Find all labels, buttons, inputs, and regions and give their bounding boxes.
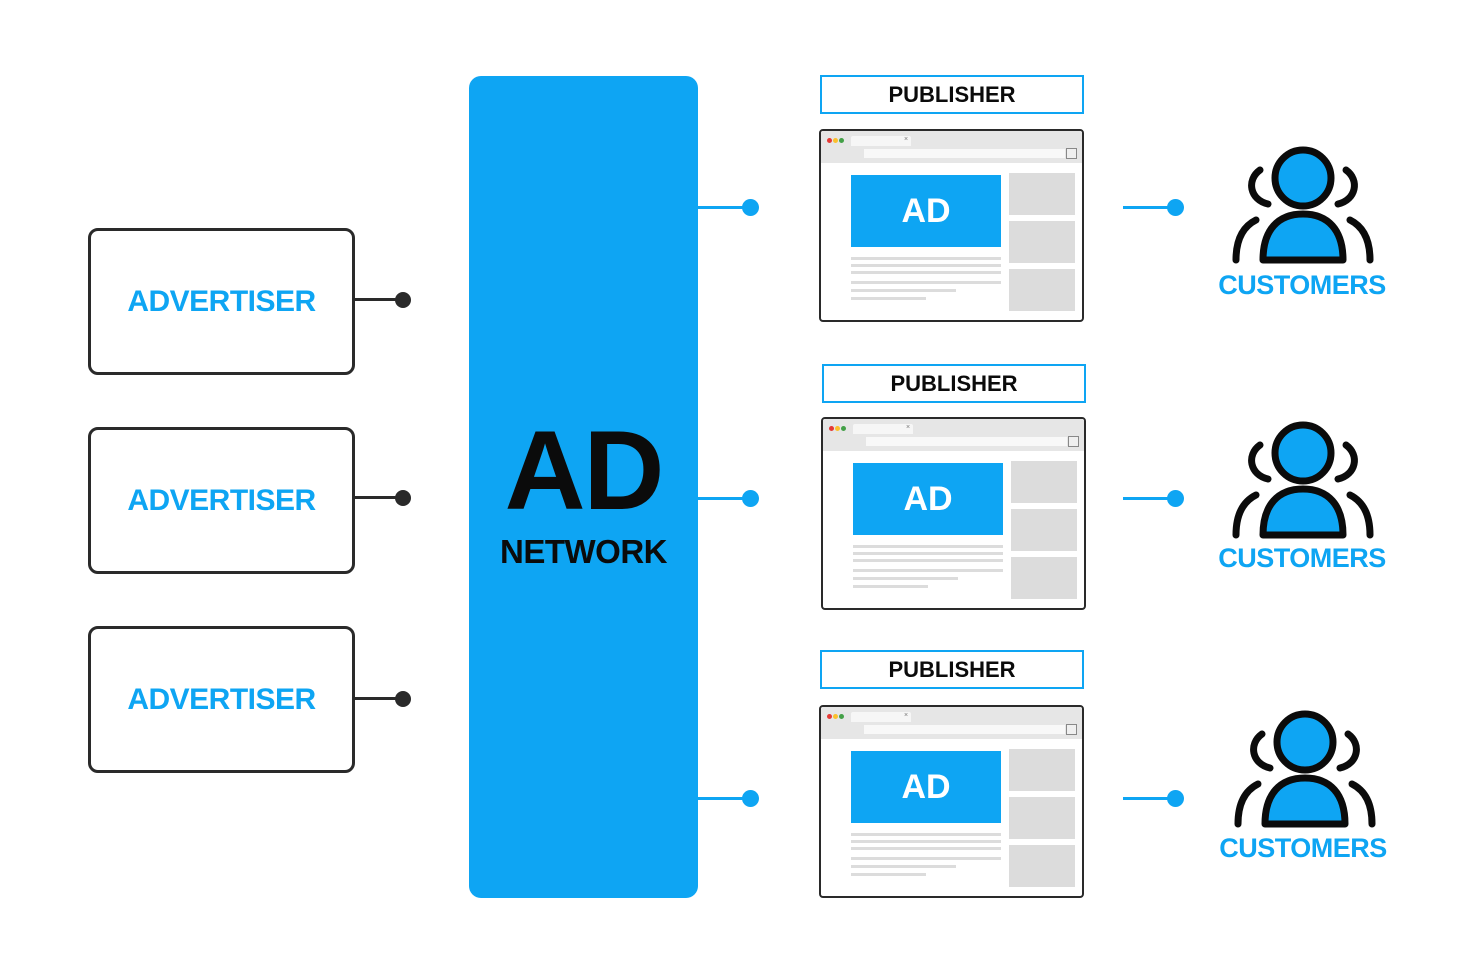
advertiser-connector-dot-3 bbox=[395, 691, 411, 707]
advertiser-label: ADVERTISER bbox=[127, 682, 316, 716]
advertiser-connector-3 bbox=[355, 697, 402, 700]
advertiser-connector-2 bbox=[355, 496, 402, 499]
customer-connector-1 bbox=[1123, 206, 1175, 209]
customer-connector-3 bbox=[1123, 797, 1175, 800]
publisher-browser-2: × AD bbox=[821, 417, 1086, 610]
ad-banner: AD bbox=[851, 175, 1001, 247]
network-connector-dot-1 bbox=[742, 199, 759, 216]
advertiser-box-3: ADVERTISER bbox=[88, 626, 355, 773]
publisher-browser-1: × AD bbox=[819, 129, 1084, 322]
ad-network-subtitle: NETWORK bbox=[500, 533, 667, 570]
window-button-icon bbox=[1066, 724, 1077, 735]
ad-banner: AD bbox=[851, 751, 1001, 823]
window-button-icon bbox=[1066, 148, 1077, 159]
customer-connector-2 bbox=[1123, 497, 1175, 500]
customers-icon bbox=[1234, 710, 1376, 828]
customers-icon bbox=[1232, 421, 1374, 539]
network-connector-3 bbox=[698, 797, 750, 800]
network-connector-2 bbox=[698, 497, 750, 500]
ad-network-block: AD NETWORK bbox=[469, 76, 698, 898]
ad-network-title: AD bbox=[504, 408, 665, 533]
network-connector-dot-3 bbox=[742, 790, 759, 807]
network-connector-dot-2 bbox=[742, 490, 759, 507]
publisher-label-2: PUBLISHER bbox=[822, 364, 1086, 403]
advertiser-connector-dot-1 bbox=[395, 292, 411, 308]
customers-label-3: CUSTOMERS bbox=[1219, 833, 1387, 863]
advertiser-box-1: ADVERTISER bbox=[88, 228, 355, 375]
customer-connector-dot-2 bbox=[1167, 490, 1184, 507]
ad-banner: AD bbox=[853, 463, 1003, 535]
advertiser-label: ADVERTISER bbox=[127, 284, 316, 318]
advertiser-connector-1 bbox=[355, 298, 402, 301]
publisher-browser-3: × AD bbox=[819, 705, 1084, 898]
customers-label-1: CUSTOMERS bbox=[1218, 270, 1386, 300]
advertiser-box-2: ADVERTISER bbox=[88, 427, 355, 574]
customer-connector-dot-1 bbox=[1167, 199, 1184, 216]
advertiser-label: ADVERTISER bbox=[127, 483, 316, 517]
publisher-label-1: PUBLISHER bbox=[820, 75, 1084, 114]
network-connector-1 bbox=[698, 206, 750, 209]
customers-icon bbox=[1232, 146, 1374, 264]
customers-label-2: CUSTOMERS bbox=[1218, 543, 1386, 573]
publisher-label-3: PUBLISHER bbox=[820, 650, 1084, 689]
window-button-icon bbox=[1068, 436, 1079, 447]
advertiser-connector-dot-2 bbox=[395, 490, 411, 506]
customer-connector-dot-3 bbox=[1167, 790, 1184, 807]
